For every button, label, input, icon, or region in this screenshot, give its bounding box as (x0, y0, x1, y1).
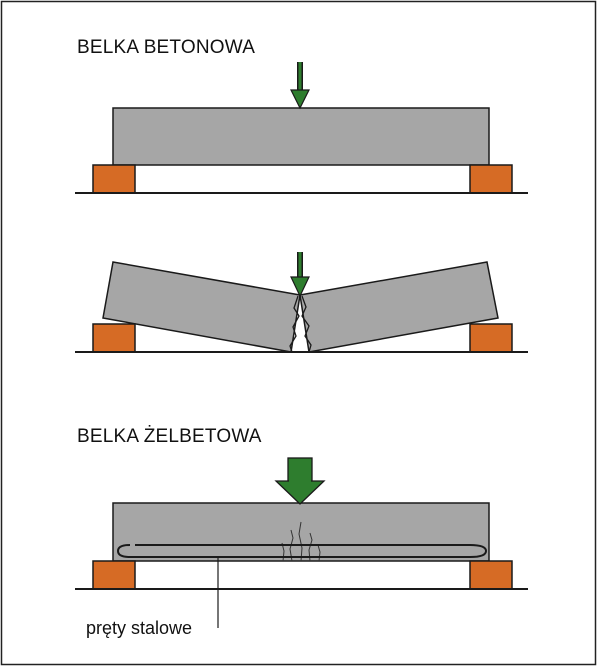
panel-reinforced-beam (75, 457, 528, 628)
panel-plain-beam (75, 62, 528, 194)
support-right (469, 323, 513, 353)
concrete-beam (112, 107, 490, 166)
support-right (469, 164, 513, 194)
load-arrow-large (274, 457, 326, 505)
support-left (92, 323, 136, 353)
title-reinforced-beam: BELKA ŻELBETOWA (77, 426, 262, 447)
support-right (469, 560, 513, 590)
load-arrow-small (290, 252, 310, 298)
reinforced-beam (112, 502, 490, 562)
crack-right-edge (301, 295, 312, 353)
load-arrow-small (290, 62, 310, 110)
panel-cracked-beam (75, 252, 528, 353)
support-left (92, 560, 136, 590)
steel-bars-label: pręty stalowe (86, 618, 193, 638)
steel-bar (116, 544, 488, 558)
title-plain-beam: BELKA BETONOWA (77, 37, 256, 58)
crack-left-edge (289, 295, 300, 353)
beam-half-right (299, 261, 499, 353)
support-left (92, 164, 136, 194)
